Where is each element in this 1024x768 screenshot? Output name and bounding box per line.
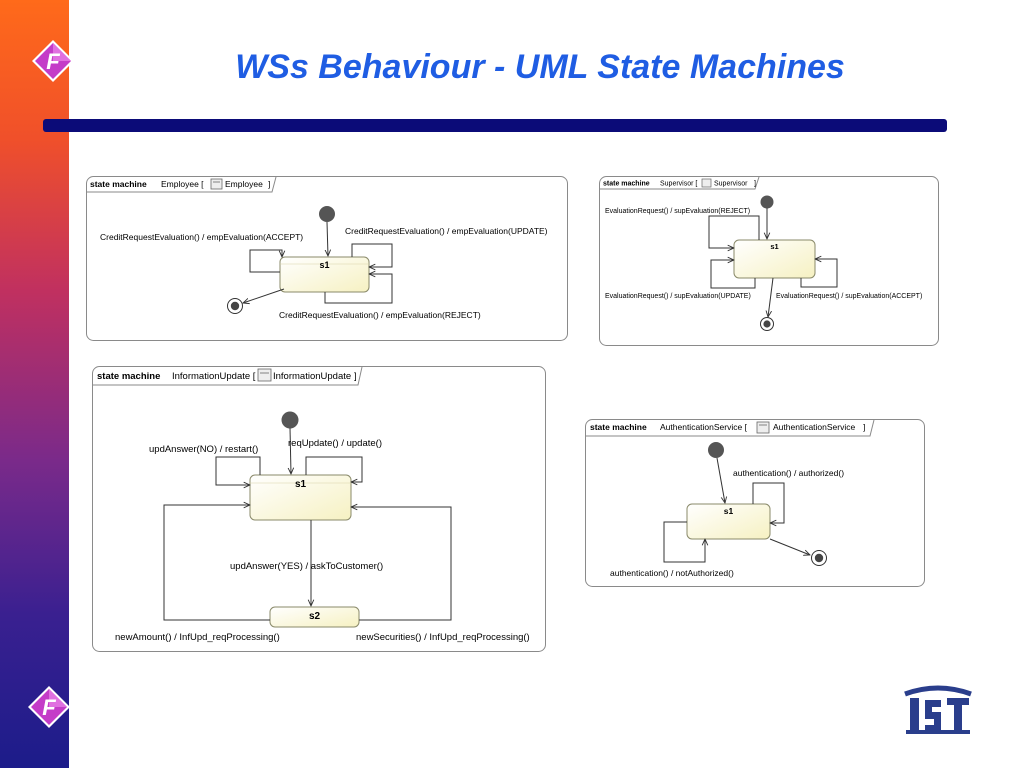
frame-keyword: state machine [97, 371, 160, 382]
frame-name: Employee [ [161, 179, 204, 189]
f-logo-icon: F [32, 40, 74, 82]
logo-letter: F [42, 695, 56, 720]
initial-state [319, 206, 335, 222]
transition-label-update: CreditRequestEvaluation() / empEvaluatio… [345, 226, 548, 236]
initial-state [281, 411, 299, 429]
state-machine-icon [257, 368, 272, 382]
state-s1 [249, 474, 352, 521]
transition-label-req: reqUpdate() / update() [288, 438, 382, 449]
frame-tab [92, 366, 363, 386]
transition-ok [752, 482, 785, 523]
transition-update [710, 260, 756, 289]
frame-keyword: state machine [603, 181, 650, 188]
state-label: s2 [309, 611, 321, 622]
state-label: s1 [724, 506, 734, 516]
transition-arrow [327, 221, 328, 256]
frame-ref: Supervisor [714, 181, 748, 188]
frame-ref: AuthenticationService [773, 422, 855, 432]
state-machine-icon [210, 178, 223, 190]
frame-keyword: state machine [90, 179, 147, 189]
transition-label-ok: authentication() / authorized() [733, 468, 844, 478]
transition-req [305, 456, 363, 482]
logo-letter: F [46, 49, 60, 74]
frame-name: InformationUpdate [ [172, 371, 256, 382]
state-machine-employee: state machine Employee [ Employee ] s1 C… [86, 176, 568, 341]
transition-arrow [716, 457, 725, 503]
transition-reject [324, 274, 393, 304]
title-rule [43, 119, 947, 132]
frame-tab [599, 176, 760, 190]
transition-update [351, 243, 393, 267]
transition-label-accept: EvaluationRequest() / supEvaluation(ACCE… [776, 293, 922, 300]
initial-state [760, 195, 774, 209]
frame-ref: Employee [225, 179, 263, 189]
frame-name: Supervisor [ [660, 181, 697, 188]
state-machine-icon [756, 421, 770, 434]
state-label: s1 [295, 479, 307, 490]
frame-close: ] [863, 422, 865, 432]
transition-label-accept: CreditRequestEvaluation() / empEvaluatio… [100, 232, 303, 242]
transition-accept [800, 259, 838, 288]
frame-tab [86, 176, 277, 193]
frame-tab [585, 419, 875, 437]
state-label: s1 [770, 242, 778, 251]
frame-keyword: state machine [590, 422, 647, 432]
state-machine-icon [701, 178, 712, 188]
frame-close: ] [354, 371, 357, 382]
transition-label-reject: EvaluationRequest() / supEvaluation(REJE… [605, 208, 750, 215]
frame-name: AuthenticationService [ [660, 422, 748, 432]
transition-label-update: EvaluationRequest() / supEvaluation(UPDA… [605, 293, 751, 300]
transition-securities [351, 507, 452, 621]
state-label: s1 [319, 260, 329, 270]
transition-label-reject: CreditRequestEvaluation() / empEvaluatio… [279, 310, 481, 320]
slide-title: WSs Behaviour - UML State Machines [235, 48, 845, 86]
transition-label-amount: newAmount() / InfUpd_reqProcessing() [115, 632, 280, 643]
transition-fail [663, 521, 705, 563]
state-machine-information-update: state machine InformationUpdate [ Inform… [92, 366, 546, 652]
state-machine-authentication-service: state machine AuthenticationService [ Au… [585, 419, 925, 587]
transition-arrow [290, 427, 291, 474]
transition-label-securities: newSecurities() / InfUpd_reqProcessing() [356, 632, 530, 643]
transition-arrow [768, 277, 774, 317]
transition-arrow [243, 288, 285, 303]
transition-accept [249, 249, 282, 273]
state-s2 [269, 606, 360, 628]
initial-state [708, 442, 724, 458]
transition-label-fail: authentication() / notAuthorized() [610, 568, 734, 578]
transition-label-no: updAnswer(NO) / restart() [149, 444, 258, 455]
transition-no [215, 456, 261, 485]
frame-ref: InformationUpdate [273, 371, 351, 382]
transition-arrow [769, 538, 810, 555]
frame-close: ] [268, 179, 270, 189]
transition-reject [708, 215, 760, 248]
sidebar-gradient [0, 0, 69, 768]
frame-close: ] [754, 181, 756, 188]
transition-amount [163, 505, 270, 621]
transition-label-yes: updAnswer(YES) / askToCustomer() [230, 561, 383, 572]
f-logo-icon: F [28, 686, 70, 728]
ist-logo [904, 685, 972, 734]
frame-border [585, 419, 925, 587]
state-machine-supervisor: state machine Supervisor [ Supervisor ] … [599, 176, 939, 346]
